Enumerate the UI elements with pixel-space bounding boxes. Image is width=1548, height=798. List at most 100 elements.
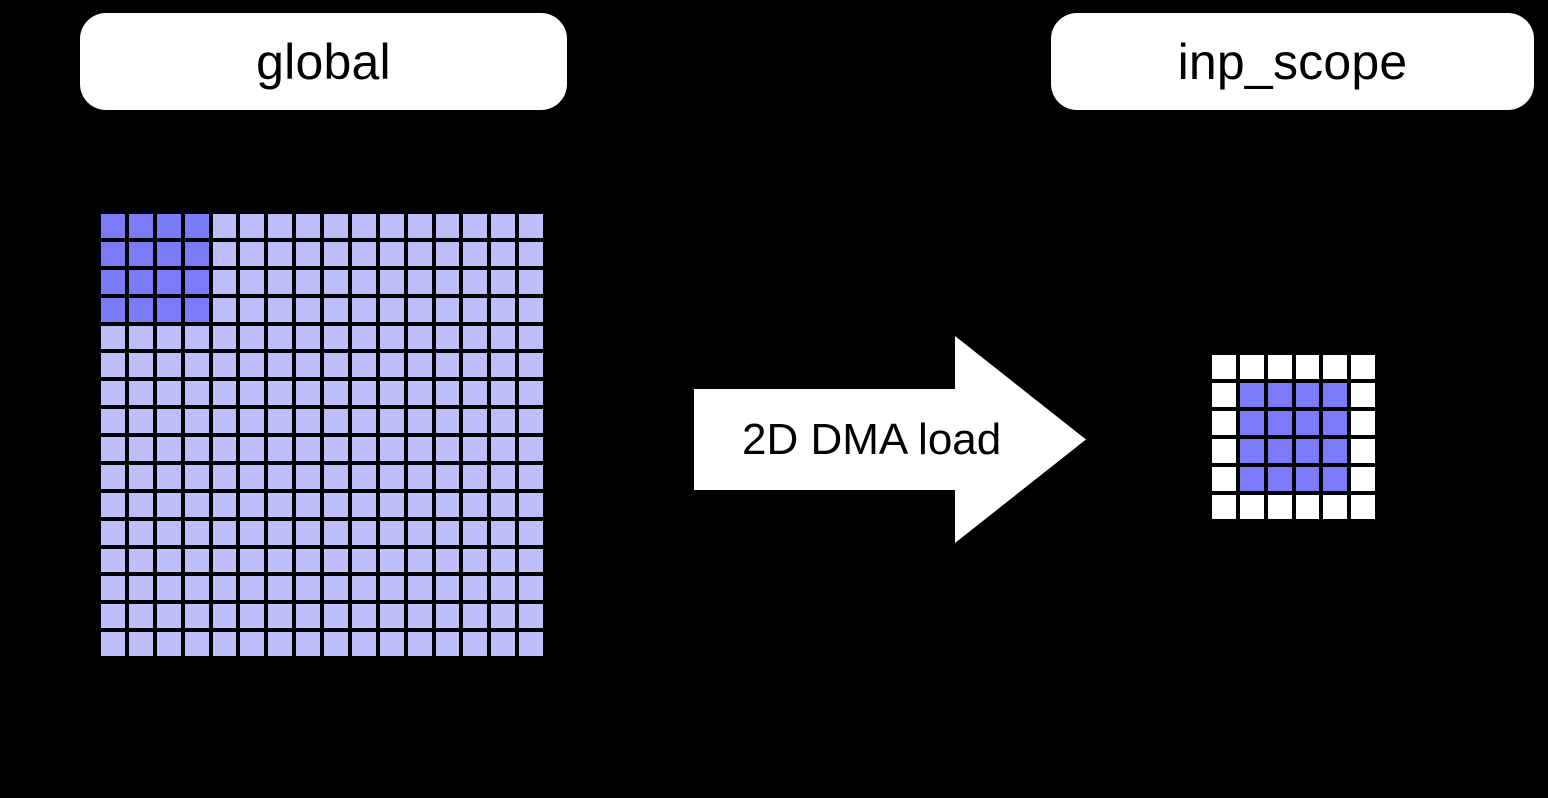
grid-cell-highlighted [184, 297, 209, 322]
grid-cell [212, 381, 237, 406]
grid-cell [463, 241, 488, 266]
grid-cell [240, 381, 265, 406]
grid-cell-highlighted [1323, 467, 1348, 491]
grid-cell [128, 409, 153, 433]
grid-cell [379, 492, 404, 517]
grid-cell [519, 325, 543, 350]
grid-cell [101, 632, 125, 656]
grid-cell [212, 269, 237, 294]
grid-cell [435, 325, 460, 350]
grid-cell [407, 492, 432, 517]
grid-cell [491, 437, 516, 461]
grid-cell [519, 241, 543, 266]
grid-cell [1267, 495, 1292, 519]
grid-cell [101, 520, 125, 545]
grid-cell [351, 214, 376, 238]
grid-cell [491, 381, 516, 406]
grid-cell [379, 548, 404, 573]
grid-cell [268, 269, 293, 294]
grid-cell [435, 353, 460, 378]
grid-cell-highlighted [1267, 439, 1292, 463]
grid-cell [128, 632, 153, 656]
grid-cell [101, 576, 125, 601]
grid-cell [379, 604, 404, 629]
grid-cell [156, 353, 181, 378]
grid-cell [296, 464, 320, 489]
grid-cell [463, 520, 488, 545]
grid-cell [379, 632, 404, 656]
grid-cell [212, 325, 237, 350]
grid-cell [324, 437, 348, 461]
grid-cell [212, 353, 237, 378]
grid-cell [212, 604, 237, 629]
grid-cell [463, 297, 488, 322]
grid-cell [351, 632, 376, 656]
grid-cell-highlighted [1323, 411, 1348, 435]
grid-cell [240, 604, 265, 629]
grid-cell-highlighted [156, 214, 181, 238]
grid-cell-highlighted [1239, 467, 1264, 491]
grid-cell [463, 409, 488, 433]
grid-cell [268, 325, 293, 350]
grid-cell [379, 409, 404, 433]
grid-cell [491, 576, 516, 601]
grid-cell [491, 269, 516, 294]
grid-cell [491, 604, 516, 629]
dma-arrow: 2D DMA load [694, 336, 1086, 543]
grid-cell [296, 632, 320, 656]
grid-cell [519, 632, 543, 656]
grid-cell [128, 576, 153, 601]
grid-cell [156, 437, 181, 461]
grid-cell [268, 520, 293, 545]
grid-cell [519, 437, 543, 461]
grid-cell [379, 353, 404, 378]
grid-cell [101, 464, 125, 489]
grid-cell [128, 353, 153, 378]
grid-cell [435, 464, 460, 489]
grid-cell [128, 381, 153, 406]
grid-cell [463, 214, 488, 238]
grid-cell [184, 548, 209, 573]
grid-cell [351, 241, 376, 266]
grid-cell [519, 492, 543, 517]
grid-cell [240, 632, 265, 656]
grid-cell [212, 492, 237, 517]
grid-cell-highlighted [1267, 383, 1292, 407]
grid-cell [463, 269, 488, 294]
grid-cell [407, 632, 432, 656]
grid-cell [1351, 439, 1375, 463]
grid-cell [324, 548, 348, 573]
grid-cell [1239, 355, 1264, 379]
grid-cell [184, 464, 209, 489]
grid-cell [156, 604, 181, 629]
grid-cell [268, 464, 293, 489]
grid-cell [268, 409, 293, 433]
grid-cell [212, 409, 237, 433]
grid-cell [240, 241, 265, 266]
grid-cell [212, 520, 237, 545]
grid-cell [435, 632, 460, 656]
grid-cell [1323, 495, 1348, 519]
grid-cell [379, 214, 404, 238]
source-label-text: global [256, 33, 391, 90]
grid-cell-highlighted [1323, 383, 1348, 407]
grid-cell [156, 632, 181, 656]
grid-cell [156, 576, 181, 601]
grid-cell [407, 437, 432, 461]
source-label-pill: global [80, 13, 567, 110]
grid-cell [324, 297, 348, 322]
grid-cell [212, 214, 237, 238]
grid-cell [379, 520, 404, 545]
grid-cell [435, 437, 460, 461]
grid-cell [268, 604, 293, 629]
grid-cell [407, 325, 432, 350]
grid-cell [351, 520, 376, 545]
grid-cell [128, 520, 153, 545]
grid-cell [324, 381, 348, 406]
grid-cell [240, 269, 265, 294]
grid-cell [435, 381, 460, 406]
grid-cell [379, 325, 404, 350]
grid-cell [240, 325, 265, 350]
grid-cell [324, 353, 348, 378]
